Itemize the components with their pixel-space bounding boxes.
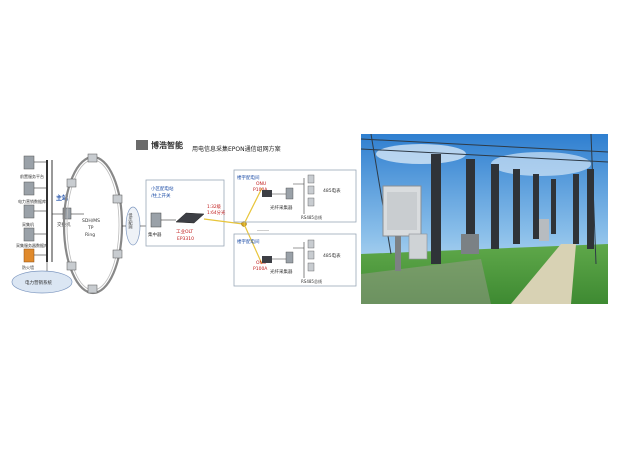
server-collector-label: 采集机: [22, 221, 34, 227]
community-station-label: 小区配电站: [151, 185, 174, 192]
concentrator: [150, 212, 162, 228]
server-collector-db-label: 采集服务器数据库: [16, 242, 48, 248]
logo-text: 博浩智能: [151, 140, 183, 150]
sdh-ring: SDH/MS TP Ring: [62, 153, 124, 295]
meter: [307, 239, 315, 249]
diagram-title: 用电信息采集EPON通信组网方案: [192, 145, 281, 153]
rs485-label: RS485总线: [301, 214, 322, 220]
onu2-device: [262, 256, 272, 263]
fiber-collector-2: [285, 251, 294, 264]
building-box-1: 楼宇配电间 ONU P100A 光纤采集器 485电表 RS485总线: [233, 169, 357, 223]
olt-label: 工业OLT: [176, 228, 193, 235]
meter: [307, 262, 315, 272]
ring-node: [66, 178, 77, 188]
switch: 交换机: [52, 207, 72, 228]
ring-label-line2: TP: [87, 225, 94, 231]
ellipsis: ……: [257, 226, 269, 233]
server-marketing-db-label: 电力营销数据库: [18, 198, 46, 204]
substation-photo: [361, 134, 608, 304]
ring-label-line1: SDH/MS: [82, 218, 100, 224]
main-station-label: 主站: [56, 194, 68, 202]
onu-device: [262, 190, 272, 197]
meter2-label: 485电表: [323, 252, 341, 259]
meter: [307, 185, 315, 195]
onu2-label: ONU: [256, 260, 266, 266]
rs4852-label: RS485总线: [301, 278, 322, 284]
ring-label-line3: Ring: [85, 232, 95, 238]
server-frontend-label: 前置服务平台: [20, 173, 44, 179]
concentrator-label: 集中器: [148, 231, 162, 238]
onu-model: P100A: [253, 187, 268, 193]
split-label-2: 1:64分光: [207, 209, 226, 216]
meter-label: 485电表: [323, 187, 341, 194]
olt-device: [175, 212, 205, 224]
fiber-collector2-label: 光纤采集器: [270, 268, 293, 275]
building-label: 楼宇配电间: [237, 174, 260, 181]
meter: [307, 250, 315, 260]
low-voltage-network: 低压配网: [125, 206, 141, 246]
building-box-2: 楼宇配电间 ONU P100A 光纤采集器 485电表 RS485总线: [233, 233, 357, 287]
meter: [307, 174, 315, 184]
ring-node: [87, 284, 98, 294]
server-frontend: 前置服务平台: [20, 155, 44, 179]
ring-node: [87, 153, 98, 163]
fiber-collector: [285, 187, 294, 200]
fiber-collector-label: 光纤采集器: [270, 204, 293, 211]
low-voltage-label: 低压配网: [129, 212, 134, 230]
firewall-label: 防火墙: [22, 264, 34, 270]
marketing-system-label: 电力营销系统: [25, 279, 52, 286]
server-collector-db: 采集服务器数据库: [16, 227, 48, 248]
onu-label: ONU: [256, 181, 266, 187]
community-station-box: 小区配电站 /柱上开关 集中器 工业OLT EP3310: [145, 179, 225, 247]
logo: 博浩智能: [136, 140, 183, 150]
meter: [307, 197, 315, 207]
marketing-system-cloud: 电力营销系统: [11, 262, 73, 294]
onu2-model: P100A: [253, 266, 268, 272]
firewall: 防火墙: [22, 248, 35, 270]
split-label: 1:32级: [207, 203, 222, 210]
server-marketing-db: 电力营销数据库: [18, 181, 46, 204]
olt-model: EP3310: [177, 236, 194, 242]
community-station-label-2: /柱上开关: [151, 192, 171, 199]
ring-node: [112, 194, 123, 204]
ring-node: [112, 249, 123, 259]
building2-label: 楼宇配电间: [237, 238, 260, 245]
ring-node: [66, 261, 77, 271]
server-collector: 采集机: [22, 204, 35, 227]
